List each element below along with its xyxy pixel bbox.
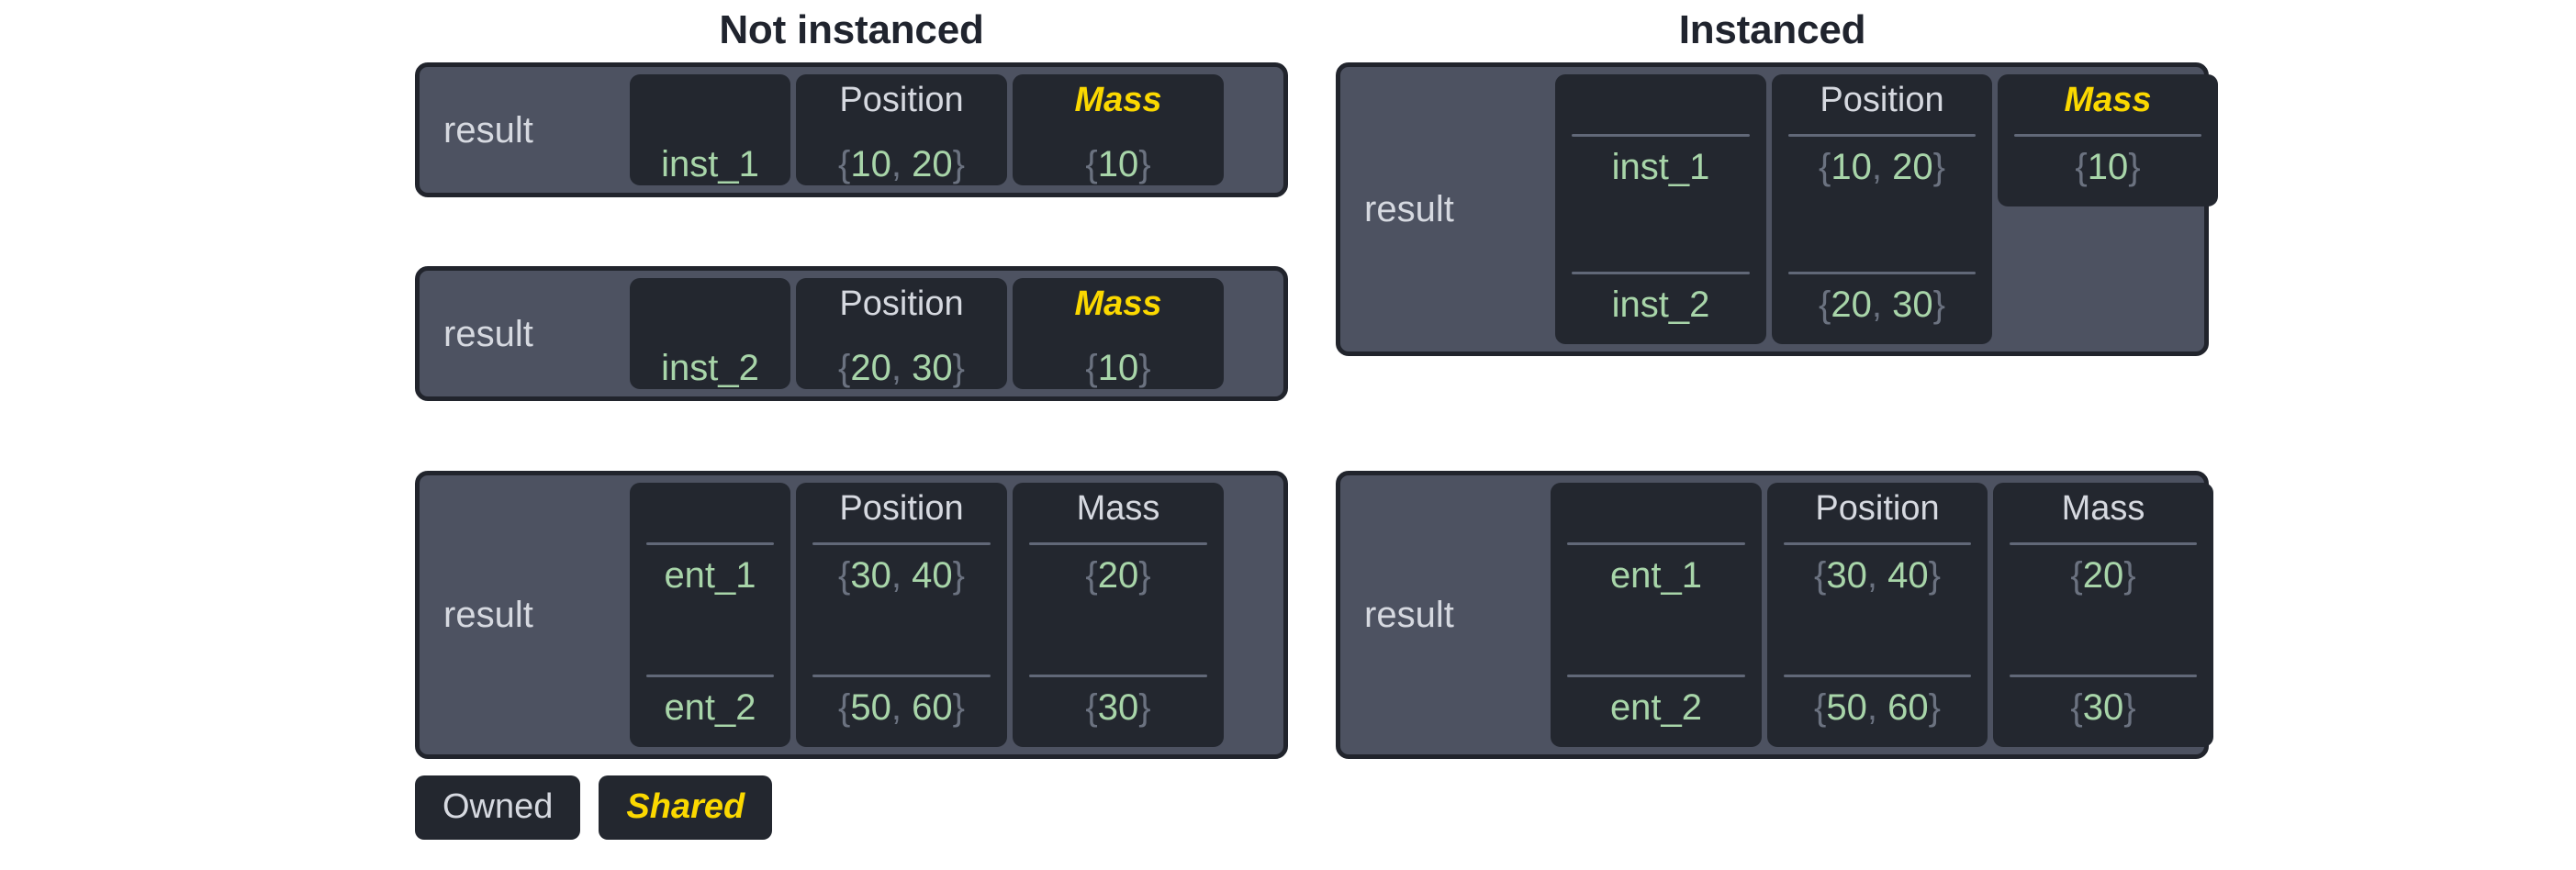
component-column-position: Position {10, 20} bbox=[796, 74, 1007, 185]
row-divider bbox=[1567, 542, 1745, 545]
component-column-position: Position {10, 20} {20, 30} bbox=[1772, 74, 1992, 344]
column-header: Position bbox=[839, 81, 964, 119]
value-cell: {10, 20} bbox=[1819, 147, 1945, 187]
row-divider bbox=[2010, 674, 2197, 677]
value-cell: {50, 60} bbox=[1814, 686, 1941, 728]
row-spacer bbox=[1785, 194, 1979, 259]
component-columns: ent_1 ent_2 Position {30, 40} {50, 60} Mass {2… bbox=[1551, 483, 2213, 747]
component-column-position: Position {20, 30} bbox=[796, 278, 1007, 389]
component-column-name: inst_2 bbox=[630, 278, 790, 389]
row-divider bbox=[1567, 674, 1745, 677]
component-columns: inst_1 Position {10, 20} Mass {10} bbox=[630, 74, 1276, 185]
row-spacer bbox=[1025, 602, 1211, 662]
component-column-name: inst_1 bbox=[630, 74, 790, 185]
component-column-mass: Mass {20} {30} bbox=[1993, 483, 2213, 747]
row-divider bbox=[812, 542, 991, 545]
value-cell: inst_2 bbox=[661, 348, 759, 388]
value-cell: {20, 30} bbox=[1819, 284, 1945, 325]
value-cell: {20} bbox=[1085, 555, 1151, 596]
row-divider bbox=[1029, 674, 1207, 677]
value-cell: {10} bbox=[2075, 147, 2141, 187]
component-column-mass: Mass {20} {30} bbox=[1013, 483, 1224, 747]
result-card-not-instanced-inst-2: result inst_2 Position {20, 30} Mass {10} bbox=[415, 266, 1288, 401]
value-cell: {20} bbox=[2070, 555, 2136, 596]
component-column-mass: Mass {10} bbox=[1013, 74, 1224, 185]
result-label: result bbox=[443, 109, 533, 151]
row-spacer bbox=[809, 602, 994, 662]
component-column-mass: Mass {10} bbox=[1998, 74, 2218, 207]
row-divider bbox=[1572, 134, 1750, 137]
value-cell: {10} bbox=[1085, 348, 1151, 388]
legend-chip-owned: Owned bbox=[415, 775, 581, 840]
row-divider bbox=[812, 674, 991, 677]
result-label: result bbox=[443, 595, 533, 635]
row-spacer bbox=[1780, 602, 1975, 662]
column-header: Position bbox=[1815, 489, 1940, 528]
result-card-instanced-inst: result inst_1 inst_2 Position {10, 20} {20, … bbox=[1336, 62, 2218, 356]
row-spacer bbox=[1568, 194, 1753, 259]
row-divider bbox=[1784, 674, 1971, 677]
column-header bbox=[643, 284, 778, 326]
column-header: Position bbox=[839, 284, 964, 323]
column-header: Mass bbox=[2061, 489, 2145, 528]
value-cell: {10} bbox=[1085, 144, 1151, 184]
row-divider bbox=[2010, 542, 2197, 545]
column-header bbox=[1563, 488, 1749, 530]
result-card-not-instanced-inst-1: result inst_1 Position {10, 20} Mass {10} bbox=[415, 62, 1288, 197]
column-header bbox=[1568, 80, 1753, 122]
value-cell: inst_2 bbox=[1611, 284, 1710, 325]
value-cell: {30} bbox=[2070, 686, 2136, 728]
value-cell: ent_2 bbox=[1609, 686, 1703, 728]
value-cell: ent_2 bbox=[664, 686, 756, 728]
component-column-mass: Mass {10} bbox=[1013, 278, 1224, 389]
value-cell: inst_1 bbox=[1611, 147, 1710, 187]
legend: Owned Shared bbox=[415, 775, 773, 840]
component-columns: inst_2 Position {20, 30} Mass {10} bbox=[630, 278, 1276, 389]
result-label: result bbox=[443, 313, 533, 354]
column-header bbox=[643, 80, 778, 122]
value-cell: {50, 60} bbox=[838, 686, 965, 728]
row-divider bbox=[1788, 134, 1976, 137]
component-column-name: inst_1 inst_2 bbox=[1555, 74, 1766, 344]
value-cell: {30} bbox=[1085, 686, 1151, 728]
component-column-name: ent_1 ent_2 bbox=[630, 483, 790, 747]
value-cell: {30, 40} bbox=[838, 555, 965, 596]
row-divider bbox=[1784, 542, 1971, 545]
result-label: result bbox=[1364, 189, 1454, 229]
value-cell: {30, 40} bbox=[1814, 555, 1941, 596]
row-divider bbox=[1572, 271, 1750, 274]
component-column-position: Position {30, 40} {50, 60} bbox=[1767, 483, 1988, 747]
column-header: Mass bbox=[1074, 81, 1162, 119]
component-columns: ent_1 ent_2 Position {30, 40} {50, 60} Mass {2… bbox=[630, 483, 1276, 747]
value-cell: ent_1 bbox=[1609, 555, 1703, 596]
value-cell: {20, 30} bbox=[838, 348, 965, 388]
column-header: Mass bbox=[1074, 284, 1162, 323]
column-header: Mass bbox=[1076, 489, 1160, 528]
column-header bbox=[643, 488, 778, 530]
component-column-position: Position {30, 40} {50, 60} bbox=[796, 483, 1007, 747]
column-header: Position bbox=[839, 489, 964, 528]
row-divider bbox=[646, 542, 774, 545]
legend-chip-shared: Shared bbox=[599, 775, 773, 840]
result-label: result bbox=[1364, 595, 1454, 635]
row-divider bbox=[2014, 134, 2201, 137]
heading-not-instanced: Not instanced bbox=[719, 7, 984, 52]
result-card-not-instanced-ent: result ent_1 ent_2 Position {30, 40} {50, 60… bbox=[415, 471, 1288, 759]
row-spacer bbox=[2006, 602, 2201, 662]
column-header: Mass bbox=[2064, 81, 2152, 119]
result-card-instanced-ent: result ent_1 ent_2 Position {30, 40} {50, 60… bbox=[1336, 471, 2213, 759]
row-spacer bbox=[1563, 602, 1749, 662]
row-divider bbox=[646, 674, 774, 677]
component-column-name: ent_1 ent_2 bbox=[1551, 483, 1762, 747]
row-spacer bbox=[643, 602, 778, 662]
value-cell: {10, 20} bbox=[838, 144, 965, 184]
row-divider bbox=[1788, 271, 1976, 274]
row-divider bbox=[1029, 542, 1207, 545]
column-header: Position bbox=[1820, 81, 1944, 119]
value-cell: inst_1 bbox=[661, 144, 759, 184]
component-columns: inst_1 inst_2 Position {10, 20} {20, 30} Mass… bbox=[1555, 74, 2218, 344]
value-cell: ent_1 bbox=[664, 555, 756, 596]
heading-instanced: Instanced bbox=[1678, 7, 1866, 52]
